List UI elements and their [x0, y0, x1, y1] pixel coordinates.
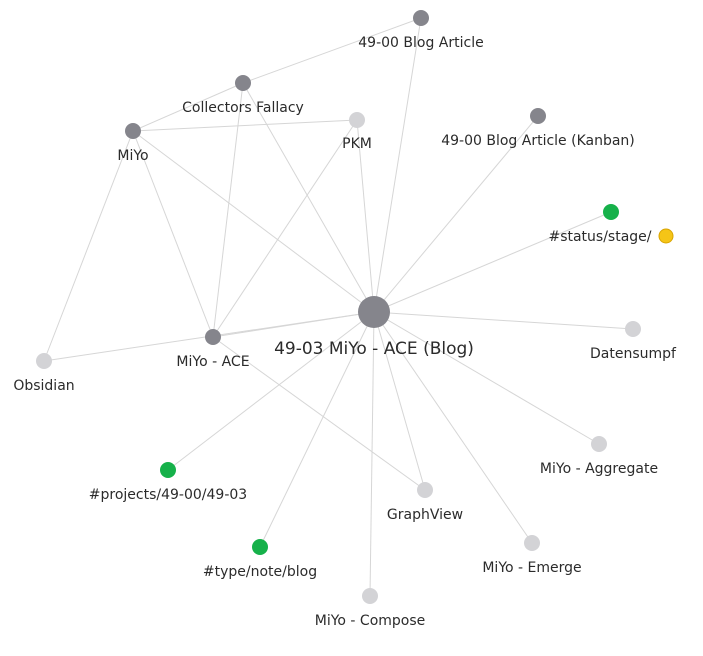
edge-main-datensumpf: [373, 311, 634, 330]
node-label: MiYo - Emerge: [482, 560, 581, 576]
node-dot[interactable]: [417, 482, 433, 498]
node-dot[interactable]: [349, 112, 365, 128]
graph-node-blog-article[interactable]: 49-00 Blog Article: [358, 10, 484, 51]
node-label: MiYo - Compose: [315, 613, 426, 629]
graph-node-projects-tag[interactable]: #projects/49-00/49-03: [89, 462, 247, 503]
graph-node-compose[interactable]: MiYo - Compose: [315, 588, 426, 629]
edge-collectors-fallacy-miyo-ace: [212, 82, 244, 338]
node-label: Obsidian: [13, 378, 74, 394]
graph-node-miyo-ace[interactable]: MiYo - ACE: [176, 329, 250, 370]
node-dot[interactable]: [36, 353, 52, 369]
node-dot[interactable]: [358, 296, 390, 328]
edge-main-miyo: [132, 130, 375, 313]
node-label: MiYo - Aggregate: [540, 461, 658, 477]
node-dot[interactable]: [125, 123, 141, 139]
graph-edges: [43, 17, 634, 597]
graph-node-status-stage[interactable]: #status/stage/: [548, 204, 674, 245]
edge-main-aggregate: [373, 311, 600, 445]
node-dot[interactable]: [591, 436, 607, 452]
graph-node-miyo[interactable]: MiYo: [117, 123, 149, 164]
edge-miyo-ace-graphview: [212, 336, 426, 491]
graph-node-emerge[interactable]: MiYo - Emerge: [482, 535, 582, 576]
node-label: #projects/49-00/49-03: [89, 487, 247, 503]
yellow-circle-emoji: [658, 228, 674, 244]
node-dot[interactable]: [362, 588, 378, 604]
edge-blog-article-collectors-fallacy: [242, 17, 422, 84]
edge-pkm-miyo-ace: [212, 119, 358, 338]
node-dot[interactable]: [205, 329, 221, 345]
graph-node-pkm[interactable]: PKM: [342, 112, 372, 152]
edge-collectors-fallacy-miyo: [132, 82, 244, 132]
node-dot[interactable]: [413, 10, 429, 26]
node-label: MiYo - ACE: [176, 354, 249, 370]
edge-main-projects-tag: [167, 311, 375, 471]
node-dot[interactable]: [524, 535, 540, 551]
node-label: Collectors Fallacy: [182, 100, 304, 116]
node-label: Datensumpf: [590, 346, 677, 362]
node-label: 49-00 Blog Article (Kanban): [441, 133, 635, 149]
edge-main-collectors-fallacy: [242, 82, 375, 313]
edge-miyo-obsidian: [43, 130, 134, 362]
graph-node-datensumpf[interactable]: Datensumpf: [590, 321, 677, 362]
node-dot[interactable]: [603, 204, 619, 220]
node-label: GraphView: [387, 507, 463, 523]
node-label: #status/stage/: [548, 229, 651, 245]
graph-node-graphview[interactable]: GraphView: [387, 482, 463, 523]
node-dot[interactable]: [530, 108, 546, 124]
node-dot[interactable]: [160, 462, 176, 478]
graph-nodes: 49-03 MiYo - ACE (Blog) 49-00 Blog Articl…: [13, 10, 677, 629]
graph-node-type-tag[interactable]: #type/note/blog: [203, 539, 317, 580]
node-label: PKM: [342, 136, 372, 152]
node-dot[interactable]: [252, 539, 268, 555]
graph-node-main[interactable]: 49-03 MiYo - ACE (Blog): [274, 296, 474, 359]
node-dot[interactable]: [625, 321, 641, 337]
edge-main-status-stage: [373, 211, 612, 313]
node-label: 49-00 Blog Article: [358, 35, 483, 51]
node-label: 49-03 MiYo - ACE (Blog): [274, 339, 474, 359]
edge-miyo-pkm: [132, 119, 358, 132]
node-dot[interactable]: [235, 75, 251, 91]
edge-main-graphview: [373, 311, 426, 491]
edge-main-pkm: [356, 119, 375, 313]
graph-node-collectors-fallacy[interactable]: Collectors Fallacy: [182, 75, 304, 116]
graph-node-aggregate[interactable]: MiYo - Aggregate: [540, 436, 658, 477]
graph-node-obsidian[interactable]: Obsidian: [13, 353, 75, 394]
edge-main-compose: [369, 311, 375, 597]
node-label: MiYo: [117, 148, 148, 164]
edge-main-blog-article: [373, 17, 422, 313]
node-label: #type/note/blog: [203, 564, 317, 580]
edge-main-blog-kanban: [373, 115, 539, 313]
edge-miyo-miyo-ace: [132, 130, 214, 338]
edge-main-type-tag: [259, 311, 375, 548]
edge-main-emerge: [373, 311, 533, 544]
graph-node-blog-kanban[interactable]: 49-00 Blog Article (Kanban): [441, 108, 635, 149]
